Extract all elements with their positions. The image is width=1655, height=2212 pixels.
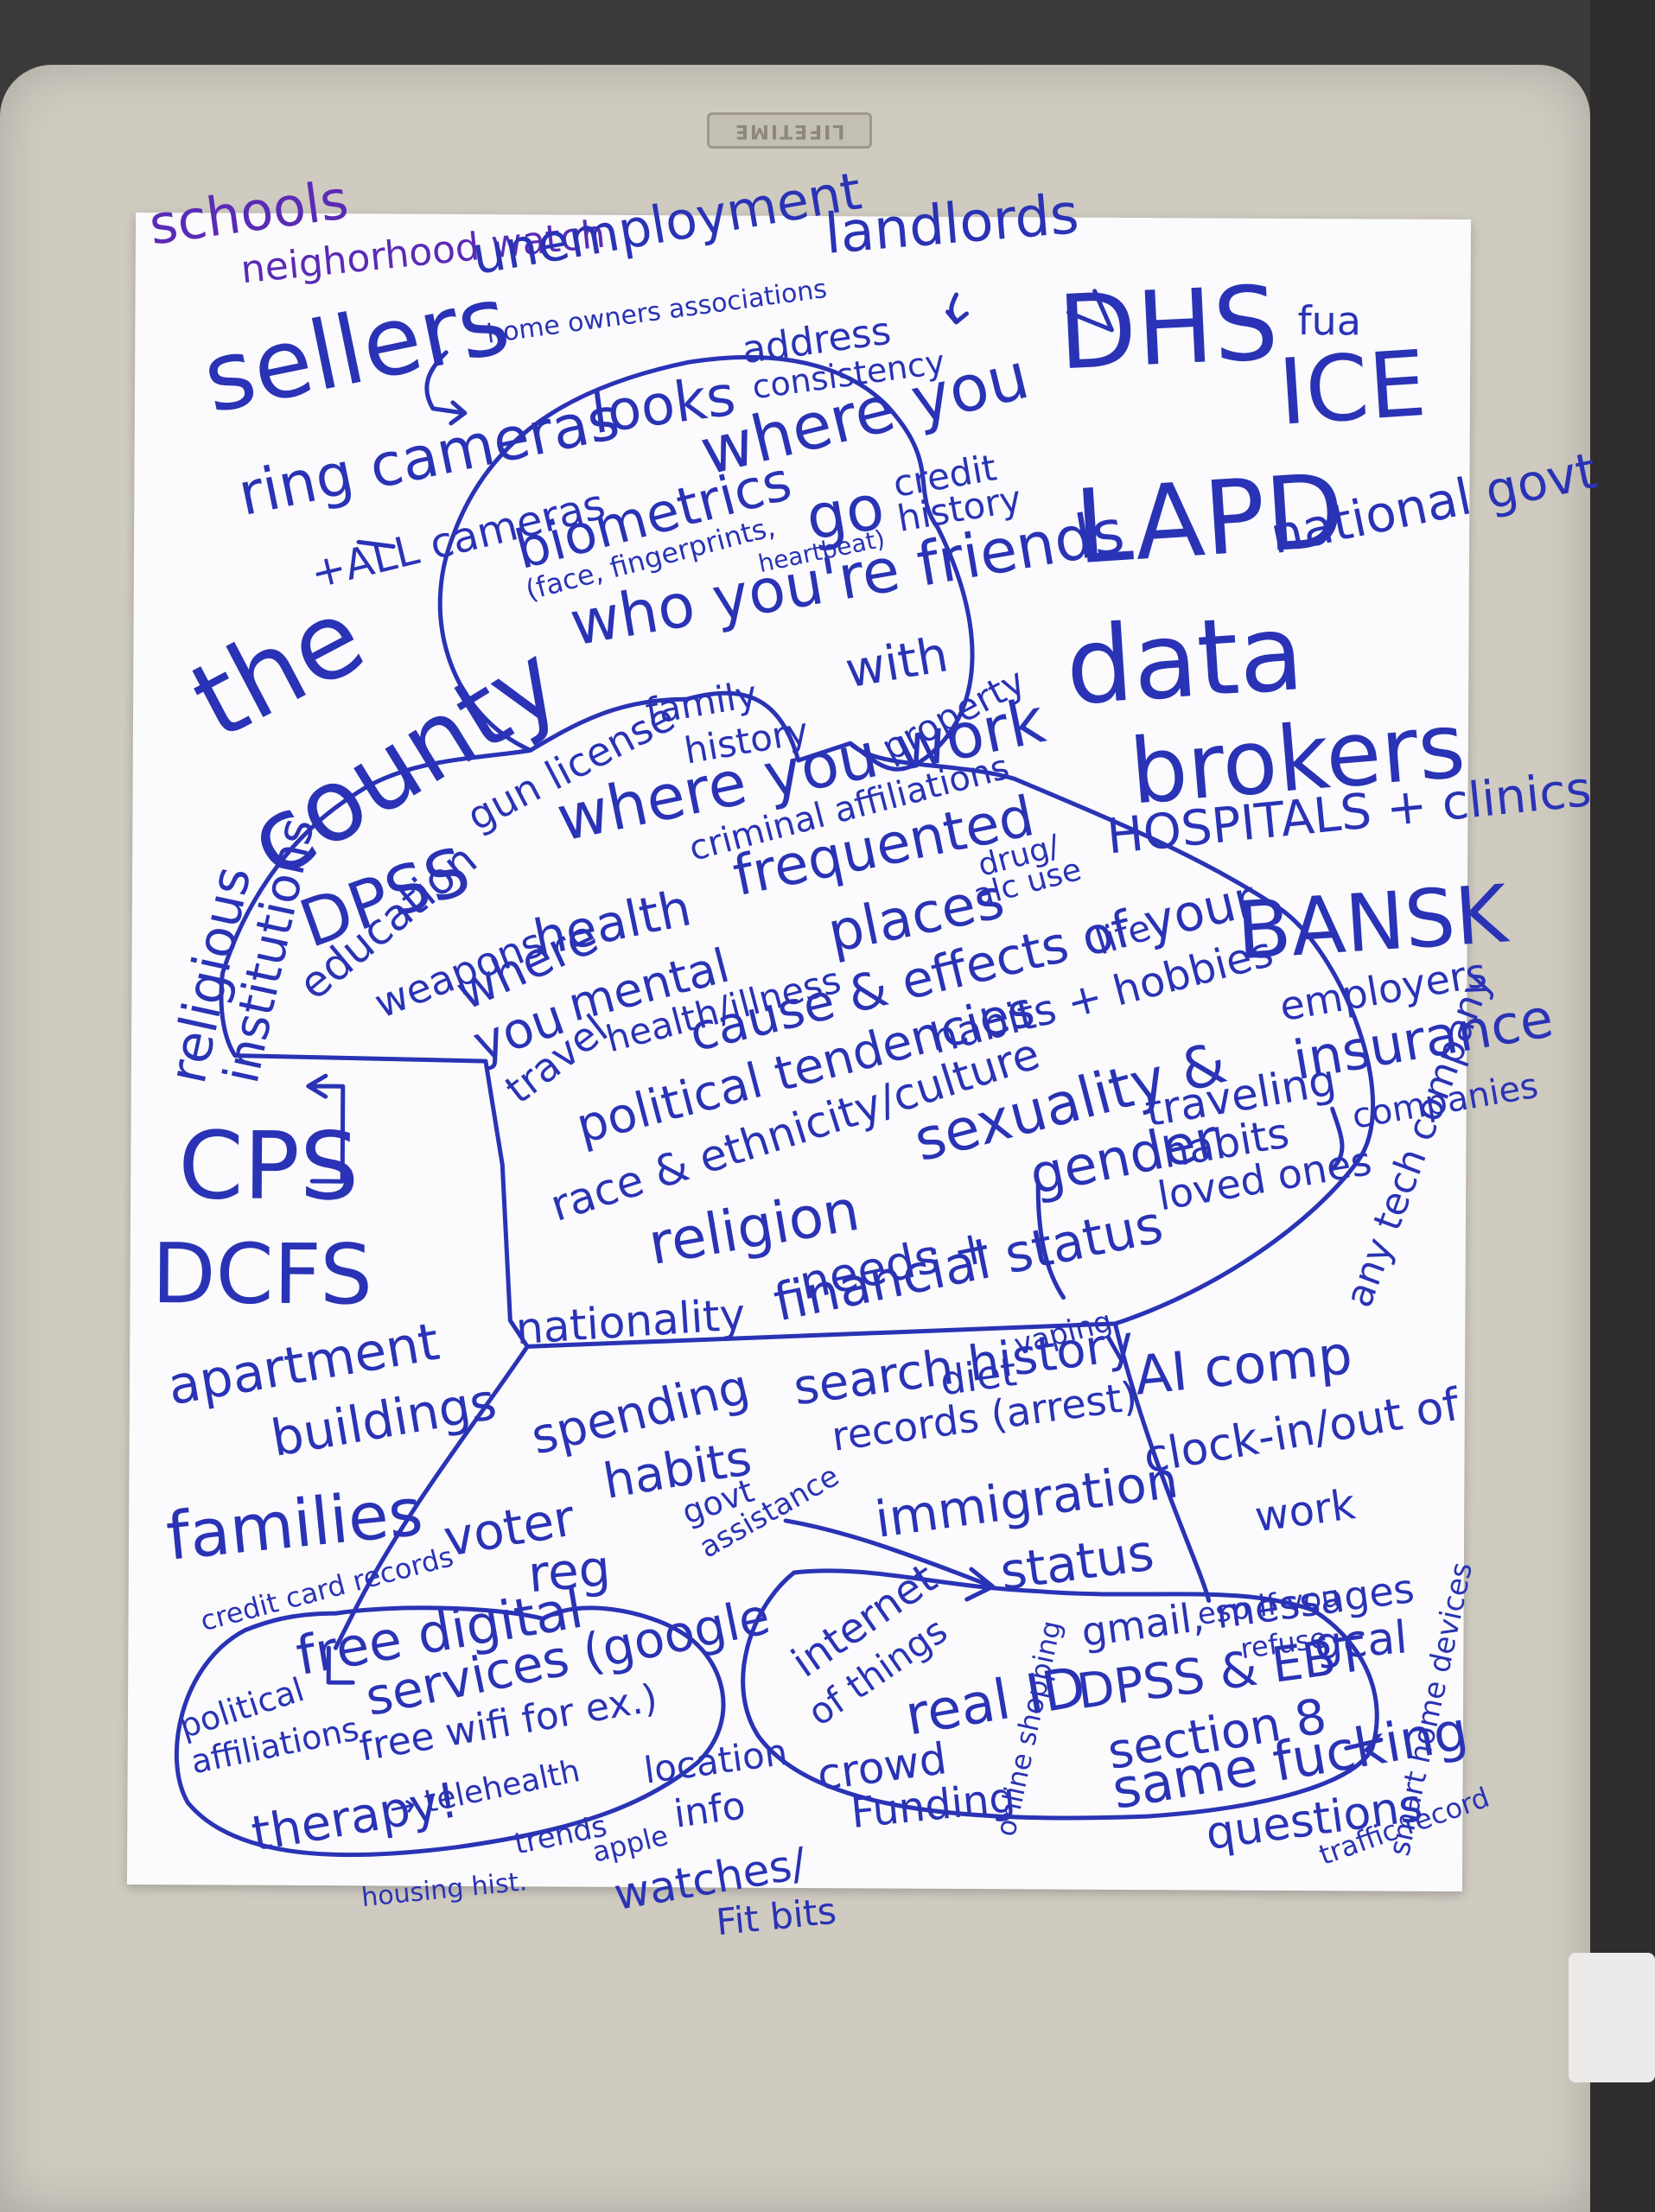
right-bubble [741, 1568, 1379, 1821]
label-dcfs: DCFS [151, 1225, 373, 1324]
esp-line [1329, 1106, 1345, 1172]
poster-paper: schools neighorhood watch unemployment h… [126, 161, 1601, 1943]
table-logo: LIFETIME [707, 112, 872, 149]
left-bubble [174, 1605, 726, 1858]
label-info: info [671, 1783, 748, 1837]
cameras-arrow [356, 539, 396, 550]
arrow-to-bubble [783, 1518, 996, 1602]
logo-text: LIFETIME [734, 119, 845, 142]
smart-home-line [1344, 1738, 1384, 1751]
free-services-arrow [326, 1645, 355, 1685]
label-work: work [1251, 1480, 1359, 1542]
head-outline [437, 355, 975, 772]
unemployment-arrow [424, 350, 468, 426]
label-data: data [1062, 590, 1308, 729]
label-ice: ICE [1275, 330, 1429, 446]
ice-arrow [1066, 289, 1114, 333]
legs-outline [333, 1321, 1212, 1650]
torso-outline [219, 741, 1375, 1349]
cps-dcfs-bracket [306, 1073, 346, 1184]
background-device [1569, 1953, 1655, 2082]
background-chairs [1590, 0, 1655, 2212]
loved-ones-arrow [1035, 1182, 1066, 1300]
label-dhs: DHS [1055, 263, 1281, 393]
figure-outline-drawing [174, 289, 1384, 1858]
label-cps: CPS [177, 1112, 360, 1222]
landlords-arrow [945, 292, 969, 325]
